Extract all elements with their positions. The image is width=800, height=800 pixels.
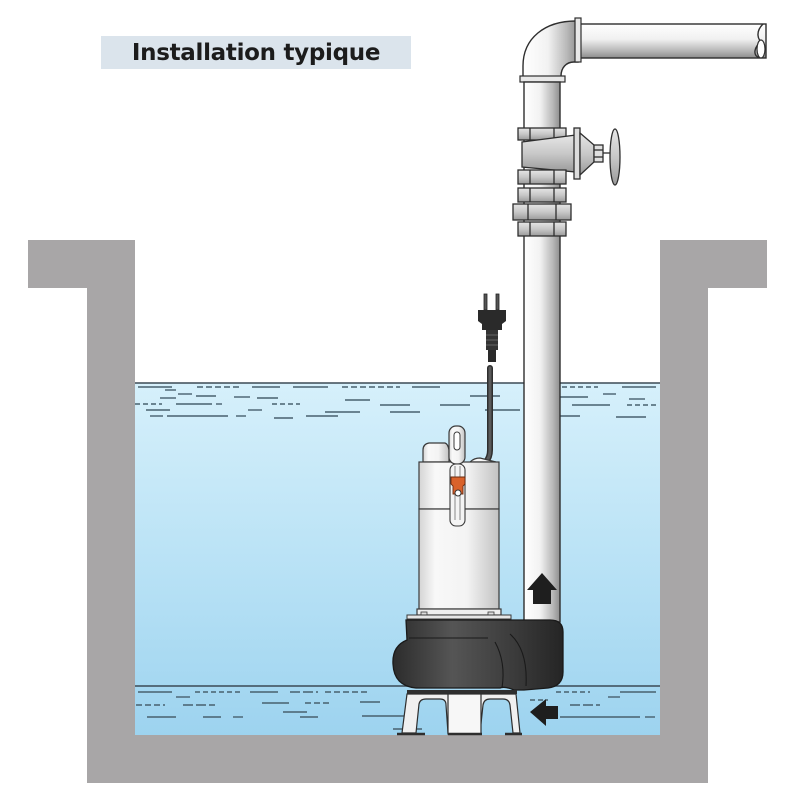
float-switch [450,476,466,495]
pump-housing [392,619,564,694]
elbow-flange-horizontal [574,17,582,63]
pump-stand [397,693,522,736]
pipe-elbow [519,17,582,83]
title-banner: Installation typique [101,36,411,69]
valve-handwheel [609,128,621,186]
concrete-pit [28,240,767,783]
submersible-pump [406,425,512,620]
water-ripples-upper [135,386,658,419]
page-title: Installation typique [131,39,381,66]
pit-walls [28,240,767,783]
plug-icon [478,293,506,362]
flow-arrow-up-icon [527,573,557,604]
gate-valve [512,127,621,237]
elbow-flange-vertical [519,75,566,83]
water-ripples-lower [136,691,656,730]
flow-arrow-inlet-icon [530,699,558,726]
water-body [135,382,660,735]
horizontal-pipe [579,23,767,59]
